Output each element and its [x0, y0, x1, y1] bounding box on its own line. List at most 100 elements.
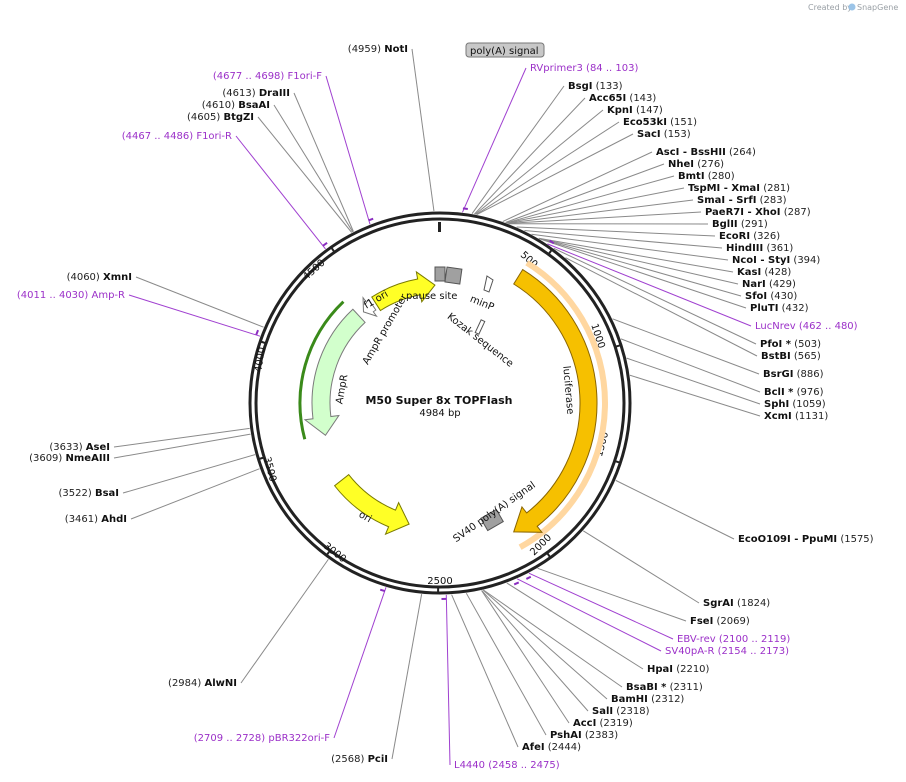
site-name: AfeI: [522, 742, 545, 753]
pause-site-box-1[interactable]: [434, 266, 446, 282]
site-label-pluti[interactable]: PluTI (432): [750, 303, 809, 314]
site-name: XmnI: [103, 272, 132, 283]
pause-site-box-2[interactable]: [444, 266, 463, 285]
site-label-kasi[interactable]: KasI (428): [737, 267, 791, 278]
site-label-sgrai[interactable]: SgrAI (1824): [703, 598, 770, 609]
site-name: SphI: [764, 399, 789, 410]
f1-ori-arrow[interactable]: [371, 270, 436, 312]
site-label-noti[interactable]: (4959) NotI: [348, 44, 408, 55]
site-position: (2311): [670, 682, 703, 693]
site-label-lucnrev[interactable]: LucNrev (462 .. 480): [755, 321, 858, 332]
site-label-xmni[interactable]: (4060) XmnI: [67, 272, 132, 283]
ampr-arrow[interactable]: [303, 308, 366, 437]
site-name: SacI: [637, 129, 661, 140]
leader-line: [471, 85, 565, 214]
minp-arrow[interactable]: [483, 275, 494, 293]
site-label-sv40par[interactable]: SV40pA-R (2154 .. 2173): [665, 646, 789, 657]
site-label-saci[interactable]: SacI (153): [637, 129, 691, 140]
site-label-paer7i[interactable]: PaeR7I - XhoI (287): [705, 207, 811, 218]
site-position: (4610): [202, 100, 235, 111]
site-label-sfoi[interactable]: SfoI (430): [745, 291, 797, 302]
site-label-rvprimer3[interactable]: RVprimer3 (84 .. 103): [530, 63, 638, 74]
site-name: F1ori-F: [288, 71, 323, 82]
primer-mark: [513, 581, 520, 586]
ori-arrow[interactable]: [333, 473, 410, 536]
site-label-ecori[interactable]: EcoRI (326): [719, 231, 780, 242]
site-label-pfoi[interactable]: PfoI * (503): [760, 339, 821, 350]
kozak-box[interactable]: [474, 319, 486, 335]
leader-line: [502, 151, 653, 222]
site-label-bmti[interactable]: BmtI (280): [678, 171, 735, 182]
site-label-nmeaiii[interactable]: (3609) NmeAIII: [29, 453, 110, 464]
site-name: F1ori-R: [196, 131, 232, 142]
site-position: (4060): [67, 272, 100, 283]
site-label-acc65i[interactable]: Acc65I (143): [589, 93, 656, 104]
site-label-pcii[interactable]: (2568) PciI: [331, 754, 388, 765]
site-label-bstbi[interactable]: BstBI (565): [761, 351, 821, 362]
site-label-l4440[interactable]: L4440 (2458 .. 2475): [454, 760, 560, 771]
site-name: BsgI: [568, 81, 592, 92]
site-name: SalI: [592, 706, 613, 717]
site-label-alwni[interactable]: (2984) AlwNI: [168, 678, 237, 689]
ampr-promoter-arrow[interactable]: [362, 296, 378, 318]
leader-line: [122, 454, 256, 494]
primer-mark: [379, 588, 386, 593]
site-name: EcoRI: [719, 231, 750, 242]
site-label-btgzi[interactable]: (4605) BtgZI: [187, 112, 254, 123]
site-label-bsaai[interactable]: (4610) BsaAI: [202, 100, 270, 111]
site-label-nhei[interactable]: NheI (276): [668, 159, 724, 170]
leader-line: [451, 594, 519, 748]
leader-line: [506, 582, 644, 670]
site-label-bsabi[interactable]: BsaBI * (2311): [626, 682, 703, 693]
site-label-bcli[interactable]: BclI * (976): [764, 387, 824, 398]
site-name: EBV-rev: [677, 634, 716, 645]
site-label-bsrgi[interactable]: BsrGI (886): [763, 369, 824, 380]
luciferase-arrow[interactable]: [513, 268, 598, 533]
site-label-draiii[interactable]: (4613) DraIII: [222, 88, 290, 99]
site-label-smai[interactable]: SmaI - SrfI (283): [697, 195, 787, 206]
site-label-sphi[interactable]: SphI (1059): [764, 399, 826, 410]
site-label-xcmi[interactable]: XcmI (1131): [764, 411, 828, 422]
site-label-hindiii[interactable]: HindIII (361): [726, 243, 793, 254]
site-name: Eco53kI: [623, 117, 667, 128]
site-label-f1orir[interactable]: (4467 .. 4486) F1ori-R: [122, 131, 232, 142]
site-position: (1824): [737, 598, 770, 609]
site-label-ncoi[interactable]: NcoI - StyI (394): [732, 255, 820, 266]
site-leader-lines: [113, 48, 761, 766]
site-label-tspmi[interactable]: TspMI - XmaI (281): [688, 183, 790, 194]
site-label-eco0109i[interactable]: EcoO109I - PpuMI (1575): [738, 534, 874, 545]
site-label-asci[interactable]: AscI - BssHII (264): [656, 147, 756, 158]
site-label-acci[interactable]: AccI (2319): [573, 718, 633, 729]
site-position: (1575): [840, 534, 873, 545]
site-position: (2319): [600, 718, 633, 729]
site-label-sali[interactable]: SalI (2318): [592, 706, 650, 717]
site-label-f1orif[interactable]: (4677 .. 4698) F1ori-F: [213, 71, 322, 82]
sv40-polya-box[interactable]: [480, 508, 504, 532]
leader-line: [553, 247, 757, 345]
site-label-ebvrev[interactable]: EBV-rev (2100 .. 2119): [677, 634, 790, 645]
leader-line: [445, 594, 451, 766]
site-label-asei[interactable]: (3633) AseI: [49, 442, 110, 453]
site-label-nari[interactable]: NarI (429): [742, 279, 796, 290]
leader-line: [135, 276, 264, 328]
site-label-bglii[interactable]: BglII (291): [712, 219, 768, 230]
site-label-ahdi[interactable]: (3461) AhdI: [65, 514, 127, 525]
tick-label: 4000: [253, 346, 267, 373]
site-label-eco53ki[interactable]: Eco53kI (151): [623, 117, 697, 128]
site-label-hpai[interactable]: HpaI (2210): [647, 664, 710, 675]
site-label-ampr_p[interactable]: (4011 .. 4030) Amp-R: [17, 290, 125, 301]
site-label-bsai[interactable]: (3522) BsaI: [59, 488, 120, 499]
leader-line: [506, 187, 685, 224]
pause-site-label: pause site: [406, 291, 457, 302]
site-label-bsgi[interactable]: BsgI (133): [568, 81, 623, 92]
site-label-pbr[interactable]: (2709 .. 2728) pBR322ori-F: [194, 733, 330, 744]
site-label-pshai[interactable]: PshAI (2383): [550, 730, 618, 741]
site-label-afei[interactable]: AfeI (2444): [522, 742, 581, 753]
leader-line: [481, 590, 570, 724]
site-label-kpni[interactable]: KpnI (147): [607, 105, 663, 116]
leader-line: [615, 479, 735, 540]
site-label-fsei[interactable]: FseI (2069): [690, 616, 750, 627]
site-label-bamhi[interactable]: BamHI (2312): [611, 694, 684, 705]
leader-line: [626, 357, 761, 405]
brand-name: SnapGene: [857, 3, 898, 12]
